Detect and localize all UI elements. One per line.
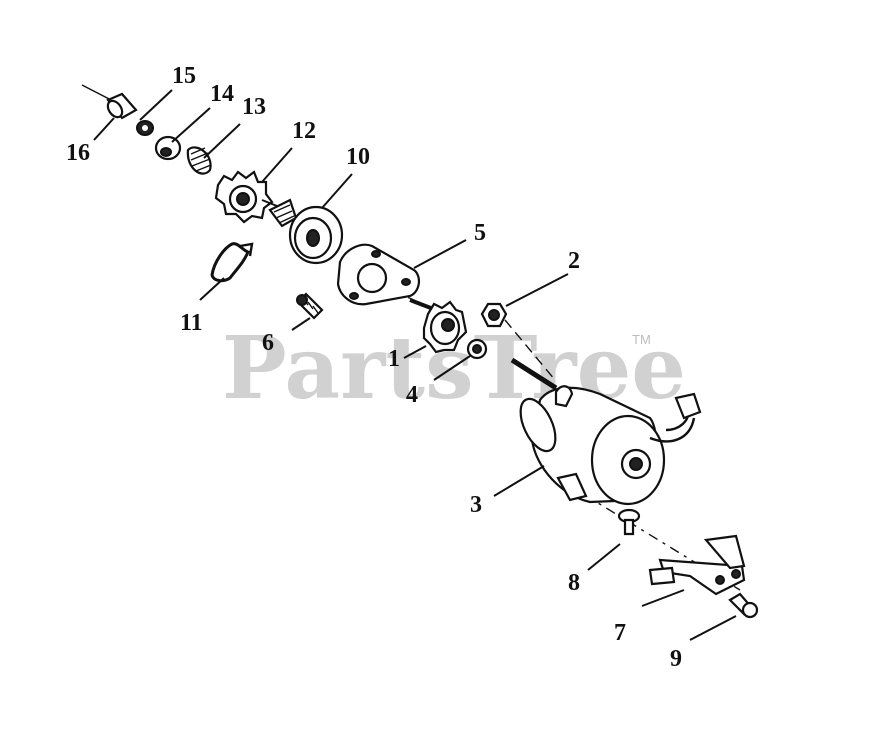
part-14-washer (154, 135, 182, 161)
callout-1: 1 (388, 346, 400, 372)
watermark-tm: TM (632, 332, 651, 347)
part-10-drive-plate (268, 198, 344, 265)
callout-12: 12 (292, 118, 316, 144)
callout-14: 14 (210, 81, 234, 107)
callout-4: 4 (406, 382, 418, 408)
part-11-wire-clip (210, 242, 254, 283)
part-4-washer (466, 338, 488, 360)
part-2-nut (480, 302, 508, 328)
callout-11: 11 (180, 310, 203, 336)
callout-10: 10 (346, 144, 370, 170)
part-13-spring (186, 146, 212, 175)
part-15-ring (136, 120, 154, 136)
part-1-drive-gear (409, 298, 468, 354)
callout-9: 9 (670, 646, 682, 672)
callout-3: 3 (470, 492, 482, 518)
callout-16: 16 (66, 140, 90, 166)
callout-6: 6 (262, 330, 274, 356)
callout-7: 7 (614, 620, 626, 646)
part-9-screw (728, 592, 759, 619)
callout-15: 15 (172, 63, 196, 89)
part-5-mounting-plate (336, 243, 420, 306)
part-6-screw (296, 292, 324, 320)
part-8-bolt (617, 508, 641, 536)
callout-13: 13 (242, 94, 266, 120)
callout-8: 8 (568, 570, 580, 596)
callout-5: 5 (474, 220, 486, 246)
part-7-bracket (648, 534, 746, 596)
callout-labels: 16 15 14 13 12 10 11 6 5 2 1 4 3 8 7 9 (66, 63, 682, 672)
leader-lines (93, 89, 737, 641)
part-16-bushing (106, 92, 138, 120)
callout-2: 2 (568, 248, 580, 274)
part-12-pinion-gear (214, 170, 283, 224)
part-3-starter-motor (510, 357, 702, 506)
